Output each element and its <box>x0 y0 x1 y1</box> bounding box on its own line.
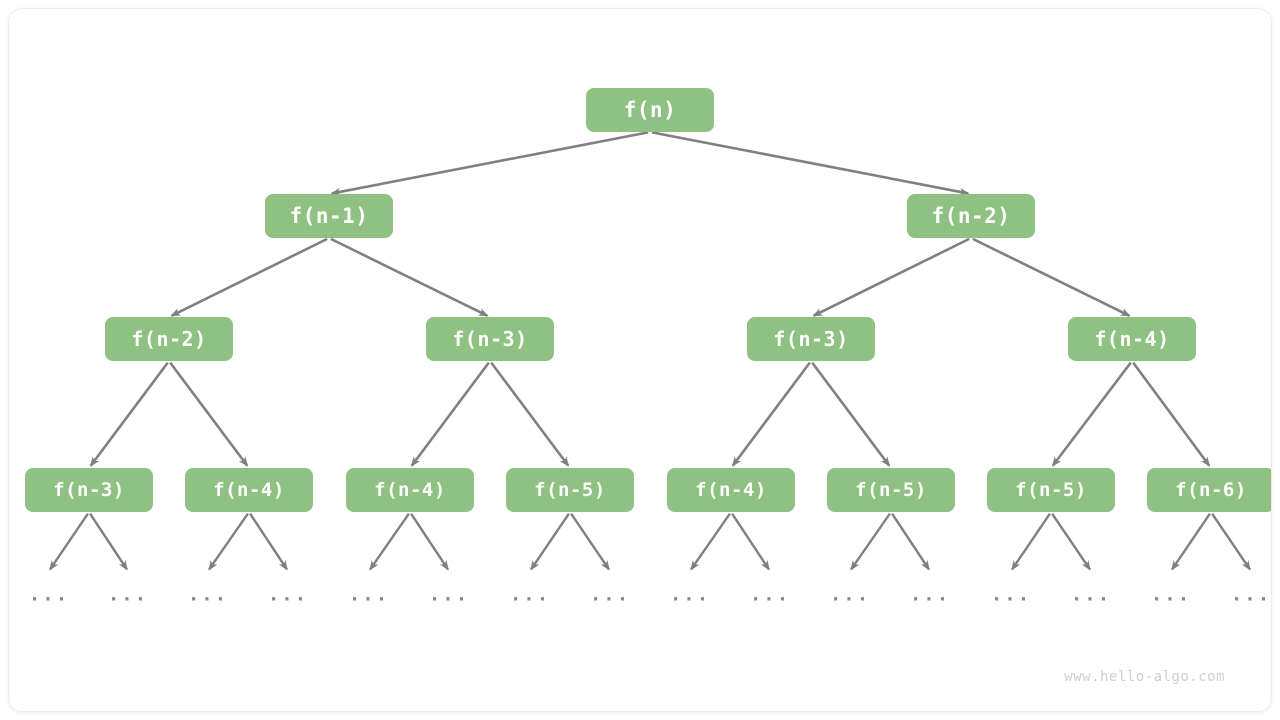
tree-edge <box>811 361 891 467</box>
tree-edge <box>850 512 891 571</box>
tree-edge <box>812 237 970 317</box>
tree-edge <box>170 237 328 317</box>
tree-node[interactable]: f(n-3) <box>747 317 875 361</box>
tree-edge <box>731 513 770 571</box>
tree-node[interactable]: f(n-5) <box>827 468 955 512</box>
tree-edge <box>410 513 449 571</box>
tree-edge <box>1051 512 1091 571</box>
tree-node[interactable]: f(n-4) <box>346 468 474 512</box>
ellipsis-marker: ... <box>1150 583 1192 606</box>
tree-edge <box>1132 361 1211 467</box>
tree-edge <box>530 512 570 571</box>
tree-edge <box>249 513 288 571</box>
tree-node[interactable]: f(n-2) <box>105 317 233 361</box>
tree-edges <box>89 131 1211 467</box>
tree-node[interactable]: f(n-4) <box>1068 317 1196 361</box>
tree-edge <box>1051 361 1132 467</box>
tree-edge <box>49 512 89 571</box>
tree-edge <box>1171 512 1211 571</box>
tree-edge <box>1011 512 1051 571</box>
tree-edge <box>208 512 249 571</box>
ellipsis-marker: ... <box>589 583 631 606</box>
tree-edge <box>570 512 610 571</box>
ellipsis-marker: ... <box>829 583 871 606</box>
tree-edge <box>330 237 489 317</box>
ellipsis-marker: ... <box>348 583 390 606</box>
diagram-card: f(n) f(n-1) f(n-2) f(n-2) f(n-3) f(n-3) f(n-4)… <box>8 8 1272 712</box>
ellipsis-marker: ... <box>187 583 229 606</box>
tree-edge <box>89 513 128 571</box>
ellipsis-marker: ... <box>428 583 470 606</box>
tree-edge <box>651 131 970 196</box>
recursion-tree-diagram: f(n) f(n-1) f(n-2) f(n-2) f(n-3) f(n-3) f(n-4)… <box>9 9 1272 711</box>
ellipsis-marker: ... <box>909 583 951 606</box>
watermark: www.hello-algo.com <box>1064 669 1225 685</box>
leaf-edges <box>49 512 1251 571</box>
tree-edge <box>410 361 490 467</box>
tree-node[interactable]: f(n) <box>586 88 714 132</box>
ellipsis-marker: ... <box>669 583 711 606</box>
tree-edge <box>1211 512 1251 571</box>
ellipsis-marker: ... <box>990 583 1032 606</box>
tree-edge <box>972 237 1131 317</box>
tree-node[interactable]: f(n-1) <box>265 194 393 238</box>
tree-edge <box>369 512 410 571</box>
tree-edge <box>891 513 930 571</box>
tree-edge <box>89 361 169 467</box>
tree-node[interactable]: f(n-2) <box>907 194 1035 238</box>
tree-node[interactable]: f(n-4) <box>667 468 795 512</box>
tree-node[interactable]: f(n-6) <box>1147 468 1271 512</box>
ellipsis-marker: ... <box>267 583 309 606</box>
ellipsis-marker: ... <box>749 583 791 606</box>
ellipsis-marker: ... <box>107 583 149 606</box>
tree-edge <box>690 512 731 571</box>
ellipsis-marker: ... <box>28 583 70 606</box>
tree-node[interactable]: f(n-4) <box>185 468 313 512</box>
tree-node[interactable]: f(n-5) <box>987 468 1115 512</box>
tree-node[interactable]: f(n-3) <box>25 468 153 512</box>
tree-edge <box>490 361 570 467</box>
ellipsis-marker: ... <box>509 583 551 606</box>
ellipsis-marker: ... <box>1070 583 1112 606</box>
tree-edge <box>169 361 249 467</box>
tree-edge <box>731 361 811 467</box>
tree-node[interactable]: f(n-5) <box>506 468 634 512</box>
tree-node[interactable]: f(n-3) <box>426 317 554 361</box>
ellipsis-marker: ... <box>1230 583 1272 606</box>
tree-edge <box>330 131 649 196</box>
